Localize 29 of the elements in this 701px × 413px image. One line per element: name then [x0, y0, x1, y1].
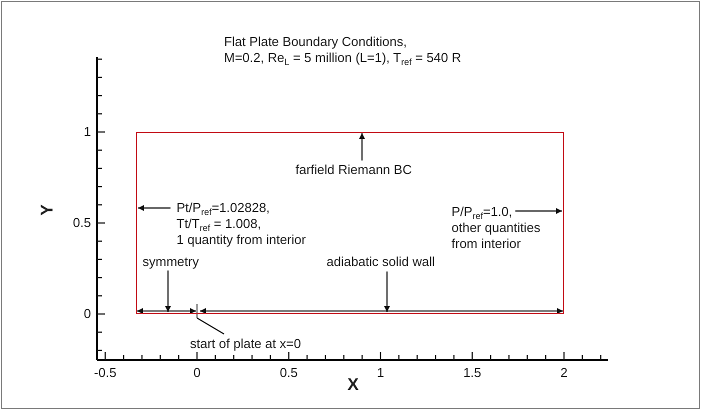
callout-text: Tt/T$_{ref}$ = 1.008,	[176, 216, 262, 232]
callout-text: symmetry	[142, 254, 199, 270]
callout-text: farfield Riemann BC	[296, 162, 412, 178]
tick-label: -0.5	[94, 365, 116, 381]
callout-text: start of plate at x=0	[190, 336, 301, 352]
axis-title: X	[347, 375, 359, 395]
arrow	[384, 272, 390, 312]
callout-text: Pt/P$_{ref}$=1.02828,	[176, 200, 271, 216]
tick-label: 1	[376, 365, 384, 381]
tick-label: 1.5	[463, 365, 482, 381]
tick-label: 0.5	[280, 365, 298, 381]
domain-boundary	[136, 132, 564, 314]
tick-label: 1	[84, 124, 91, 140]
arrow	[359, 133, 365, 160]
callout-text: other quantities from interior	[452, 220, 542, 252]
title-text: Flat Plate Boundary Conditions,	[224, 34, 407, 50]
arrow	[515, 208, 562, 214]
arrow	[165, 270, 171, 312]
tick-label: 0	[193, 365, 201, 381]
arrow	[138, 205, 170, 211]
axis-title: Y	[38, 204, 58, 216]
leader-line	[196, 317, 224, 335]
callout-text: 1 quantity from interior	[176, 232, 306, 248]
callout-text: P/P$_{ref}$=1.0,	[452, 204, 514, 220]
tick-label: 2	[560, 365, 568, 381]
tick-label: 0.5	[72, 215, 91, 231]
callout-text: adiabatic solid wall	[326, 254, 435, 270]
tick-label: 0	[84, 306, 91, 322]
title-text: M=0.2, Re$_{L}$ = 5 million (L=1), T$_{ref}$ = 540 R	[224, 50, 462, 66]
